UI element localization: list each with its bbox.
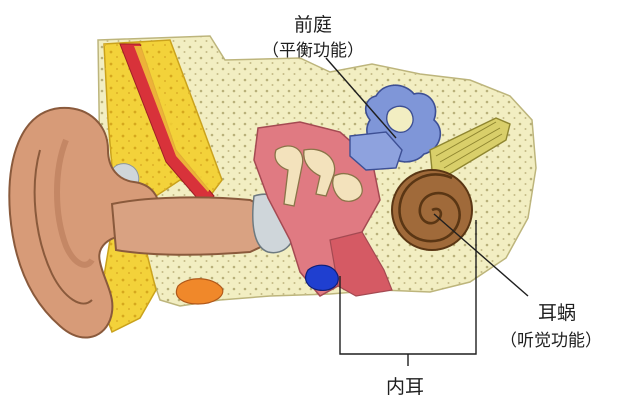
vestibule-function: （平衡功能）	[262, 41, 364, 61]
eustachian-region	[329, 231, 393, 297]
auricle-inner-shadow	[54, 138, 95, 268]
auricle-fold	[33, 149, 93, 305]
ossicle-incus	[303, 148, 336, 197]
ossicle-stapes	[332, 173, 363, 202]
orange-tissue	[175, 278, 224, 305]
ossicle-malleus	[274, 145, 304, 207]
semicircular-loop	[386, 105, 414, 133]
cartilage-texture	[100, 40, 222, 332]
cochlea-leader-line	[433, 213, 529, 297]
ear-canal	[110, 196, 278, 256]
cochlea-function: （听觉功能）	[500, 331, 602, 351]
nerve-fibers	[435, 121, 503, 169]
cochlea-spiral	[398, 173, 461, 243]
inner-ear-title: 内耳	[386, 376, 425, 398]
vessel-stripe-inner	[134, 46, 212, 192]
vestibule-leader-line	[325, 57, 397, 139]
cochlea-title: 耳蜗	[538, 302, 577, 324]
eustachian-tube	[305, 264, 339, 291]
vestibule-title: 前庭	[294, 14, 333, 36]
vestibule-body	[349, 131, 403, 171]
auricle	[8, 106, 160, 339]
